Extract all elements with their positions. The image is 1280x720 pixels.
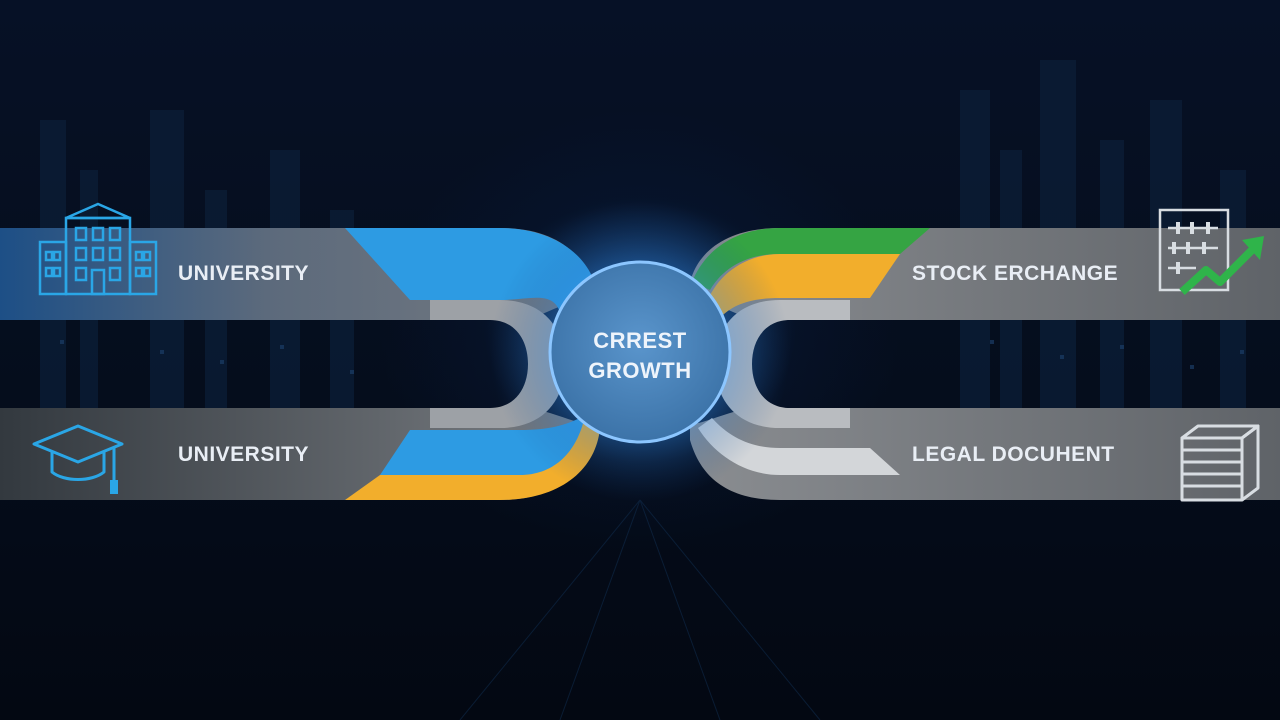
document-stack-icon bbox=[1180, 424, 1260, 502]
hub-title-line1: CRREST bbox=[593, 328, 687, 353]
hub-title: CRREST GROWTH bbox=[560, 326, 720, 386]
swoosh-right-green bbox=[692, 228, 930, 290]
hub-title-line2: GROWTH bbox=[588, 358, 692, 383]
hub-circle bbox=[548, 260, 732, 444]
band-right-bottom bbox=[690, 408, 1280, 500]
swoosh-left-gold bbox=[345, 420, 600, 500]
node-label-left-top: UNIVERSITY bbox=[178, 262, 310, 285]
node-label-left-bottom: UNIVERSITY bbox=[178, 443, 310, 466]
node-label-right-top: STOCK ERCHANGE bbox=[912, 262, 1119, 285]
graduation-cap-icon bbox=[32, 424, 124, 494]
node-label-right-bottom: LEGAL DOCUHENT bbox=[912, 443, 1115, 466]
stock-chart-icon bbox=[1158, 208, 1264, 295]
swoosh-right-light bbox=[698, 418, 900, 475]
university-building-icon bbox=[38, 202, 158, 296]
